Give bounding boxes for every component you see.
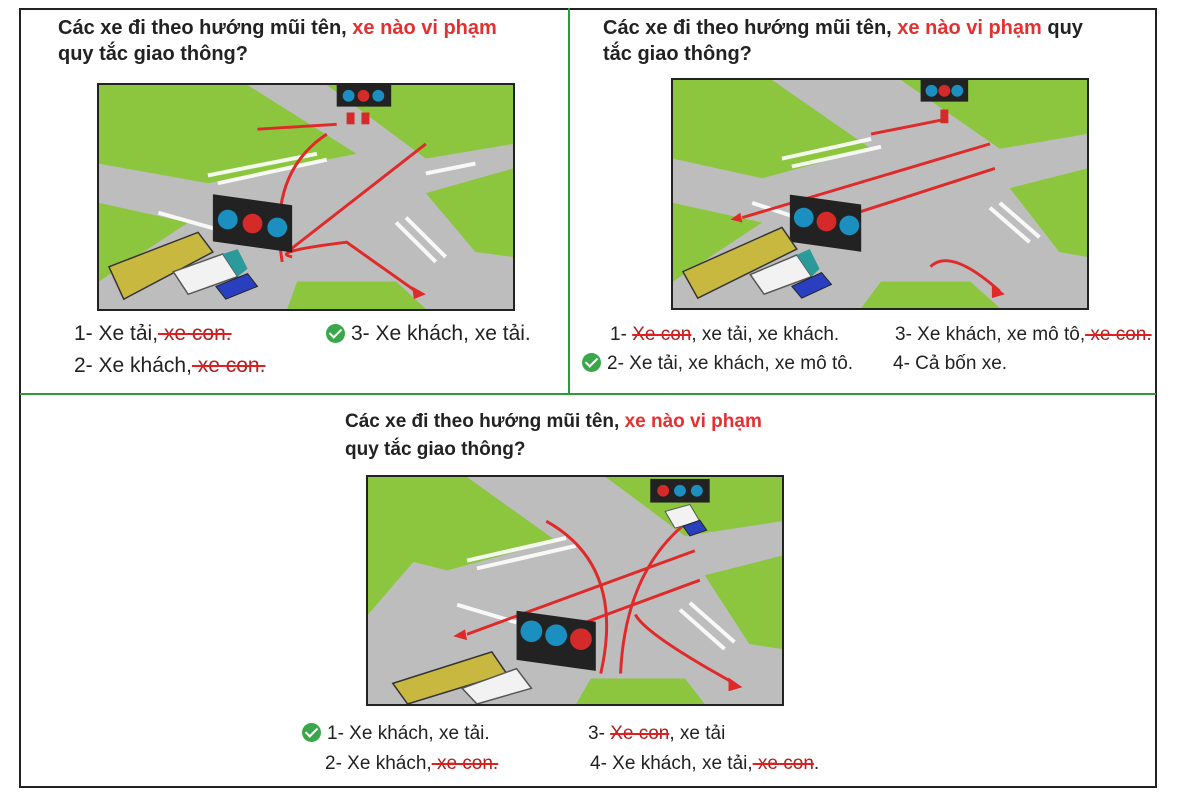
q2-answer-4[interactable]: 4- Cả bốn xe. — [893, 353, 1008, 374]
question-2-title: Các xe đi theo hướng mũi tên, xe nào vi … — [603, 17, 1083, 65]
q3-answer-2[interactable]: 2- Xe khách, xe con. — [325, 753, 499, 774]
motorbike-icon — [346, 112, 370, 125]
car-icon — [215, 273, 259, 300]
bus-icon — [107, 231, 215, 301]
q2-answer-2[interactable]: 2- Xe tải, xe khách, xe mô tô. — [582, 353, 853, 375]
checkmark-icon — [302, 723, 321, 742]
traffic-sign-icon — [212, 85, 392, 253]
question-3-intersection-image — [366, 475, 784, 706]
bus-icon — [681, 226, 798, 300]
car-icon — [682, 519, 708, 537]
question-1-title: Các xe đi theo hướng mũi tên, xe nào vi … — [58, 17, 497, 65]
question-3-title: Các xe đi theo hướng mũi tên, xe nào vi … — [345, 411, 762, 460]
q3-answer-4[interactable]: 4- Xe khách, xe tải, xe con. — [590, 753, 820, 774]
car-icon — [791, 272, 833, 299]
checkmark-icon — [582, 353, 601, 372]
page-frame — [19, 8, 1157, 788]
q2-answer-3[interactable]: 3- Xe khách, xe mô tô, xe con. — [895, 324, 1152, 345]
q1-answer-3[interactable]: 3- Xe khách, xe tải. — [326, 322, 531, 346]
motorbike-icon — [940, 109, 949, 124]
question-2-intersection-image — [671, 78, 1089, 310]
checkmark-icon — [326, 324, 345, 343]
q3-answer-3[interactable]: 3- Xe con, xe tải — [588, 723, 726, 744]
traffic-sign-icon — [516, 478, 710, 671]
truck-icon — [172, 249, 248, 296]
divider-vertical — [568, 8, 570, 394]
q1-answer-2[interactable]: 2- Xe khách, xe con. — [74, 354, 266, 377]
truck-icon — [749, 249, 820, 296]
q3-answer-1[interactable]: 1- Xe khách, xe tải. — [302, 723, 490, 745]
question-1-intersection-image — [97, 83, 515, 311]
q1-answer-1[interactable]: 1- Xe tải, xe con. — [74, 322, 232, 345]
truck-icon — [460, 503, 701, 704]
divider-horizontal — [20, 393, 1156, 395]
traffic-sign-icon — [789, 80, 969, 252]
q2-answer-1[interactable]: 1- Xe con, xe tải, xe khách. — [610, 324, 840, 345]
